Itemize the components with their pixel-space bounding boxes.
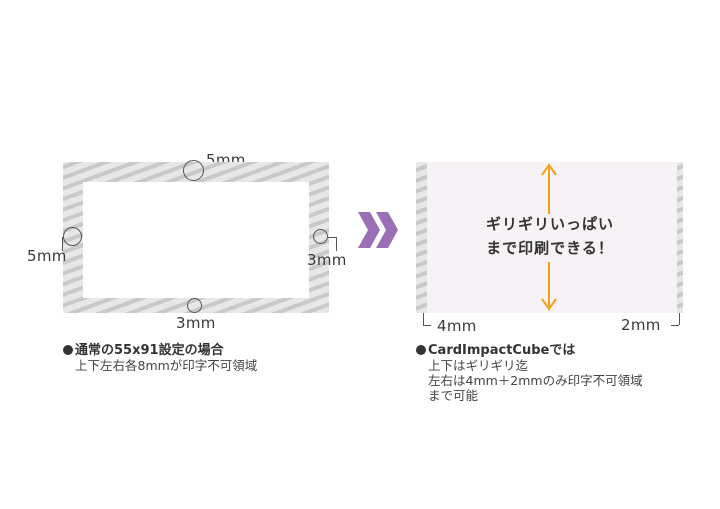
right-leader-line-v	[336, 237, 337, 251]
left-margin-marker-icon	[63, 227, 82, 246]
bullet-icon	[416, 345, 426, 355]
cic-left-bracket-v	[423, 313, 424, 325]
standard-card-margin-area	[63, 162, 329, 313]
double-chevron-right-icon	[358, 212, 398, 248]
right-caption-title: CardImpactCubeでは	[428, 343, 576, 358]
top-margin-marker-icon	[183, 160, 204, 181]
right-caption-line-2: 左右は4mm＋2mmのみ印字不可領域	[428, 373, 643, 388]
cic-right-bracket-h	[671, 325, 679, 326]
cic-right-bracket-v	[679, 313, 680, 325]
left-caption-line: 上下左右各8mmが印字不可領域	[75, 358, 258, 373]
right-diagram: ギリギリいっぱい まで印刷できる！ 4mm 2mm CardImpactCube…	[360, 0, 720, 403]
cic-left-margin-strip	[416, 162, 427, 313]
cic-right-margin-label: 2mm	[621, 316, 661, 334]
right-caption-line-1: 上下はギリギリ迄	[428, 358, 529, 373]
cic-center-line-1: ギリギリいっぱい	[485, 215, 614, 233]
left-diagram: 5mm 5mm 3mm 3mm 通常の55x91設定の場合 上下左右各8mmが印…	[0, 0, 360, 400]
right-caption-line-3: まで可能	[428, 388, 479, 403]
left-caption-title: 通常の55x91設定の場合	[75, 343, 224, 358]
left-right-margin-label: 3mm	[307, 251, 347, 269]
right-margin-marker-icon	[313, 229, 328, 244]
bottom-margin-marker-icon	[187, 298, 202, 313]
cic-center-text: ギリギリいっぱい まで印刷できる！	[460, 212, 640, 260]
cic-right-margin-strip	[677, 162, 683, 313]
left-caption: 通常の55x91設定の場合 上下左右各8mmが印字不可領域	[63, 339, 257, 373]
cic-left-bracket-h	[423, 325, 431, 326]
right-leader-line-h	[328, 237, 336, 238]
standard-printable-area	[83, 182, 309, 298]
left-leader-line	[62, 237, 63, 251]
left-bottom-margin-label: 3mm	[176, 314, 216, 332]
left-left-margin-label: 5mm	[27, 247, 67, 265]
double-headed-arrow-icon	[541, 163, 557, 311]
cic-left-margin-label: 4mm	[437, 317, 477, 335]
cic-center-line-2: まで印刷できる！	[486, 239, 614, 257]
right-caption: CardImpactCubeでは 上下はギリギリ迄 左右は4mm＋2mmのみ印字…	[416, 339, 643, 403]
bullet-icon	[63, 345, 73, 355]
